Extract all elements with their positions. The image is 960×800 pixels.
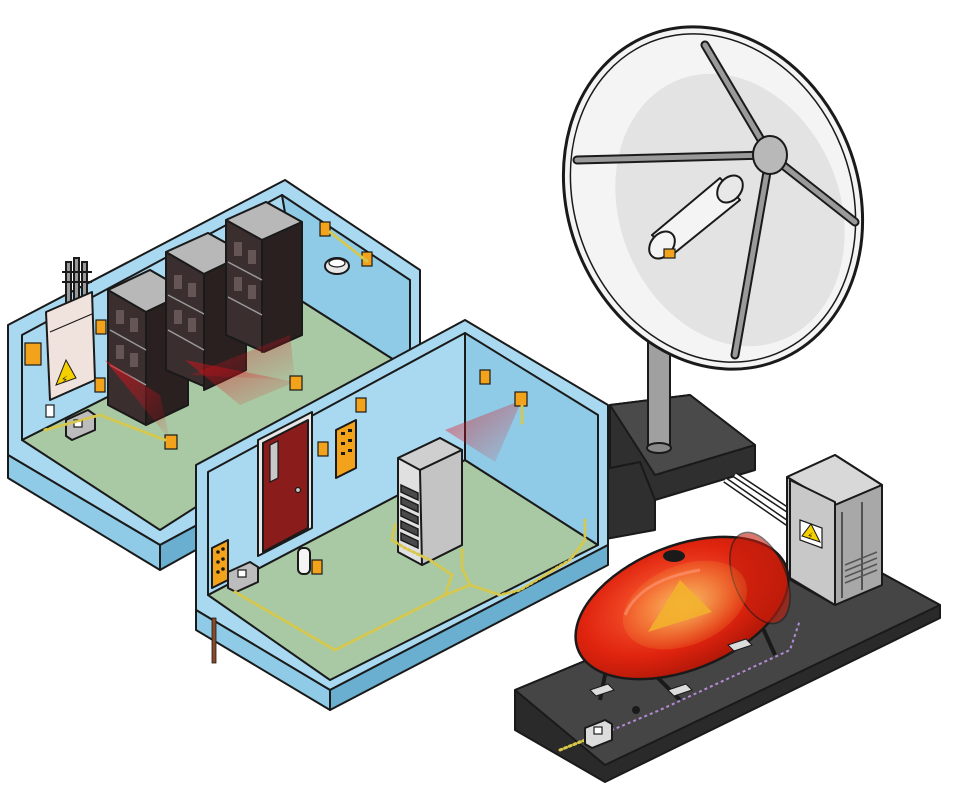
- feed-horn: [648, 174, 744, 260]
- warning-triangle-icon: ⚡: [799, 519, 823, 549]
- tank-wiring: [558, 619, 801, 752]
- motion-sensor-icon: [297, 547, 311, 575]
- tank-junction-box: [584, 706, 640, 749]
- ceiling-sensor: [479, 369, 491, 385]
- motion-beam: [445, 400, 522, 462]
- motion-beam: [190, 335, 295, 380]
- warning-triangle-icon: ⚡: [55, 358, 77, 386]
- panel-sensor: [95, 319, 107, 335]
- gas-tank: [574, 531, 791, 702]
- server-rack: [397, 437, 463, 566]
- bolt-icon: ⚡: [61, 375, 68, 386]
- tank-pads: [589, 638, 753, 697]
- satellite-dish: [561, 25, 865, 454]
- tank-beam: [648, 580, 712, 632]
- electrical-panel: ⚡: [45, 291, 96, 401]
- smoke-detector-icon: [324, 257, 350, 275]
- motion-beam: [105, 360, 170, 440]
- door-contact-sensor: [24, 342, 42, 366]
- outdoor-cabinet: ⚡: [786, 454, 883, 606]
- feed-sensor: [663, 248, 676, 259]
- wall-sensor: [355, 397, 367, 413]
- door: [257, 411, 313, 557]
- rack-sensor: [94, 377, 106, 393]
- control-keypad: [335, 419, 357, 479]
- equipment-room: ⚡: [7, 179, 421, 571]
- wall-sensor: [319, 221, 331, 237]
- ground-rod: [211, 617, 217, 664]
- floor-sensor: [311, 559, 323, 575]
- motion-sensor-icon: [164, 434, 178, 450]
- power-strip: [211, 539, 229, 589]
- motion-sensor-icon: [514, 391, 528, 407]
- battery-racks: [107, 201, 303, 426]
- tank-platform: [514, 552, 941, 783]
- server-room: [195, 319, 609, 711]
- motion-sensor-icon: [289, 375, 303, 391]
- door-contact-sensor: [317, 441, 329, 457]
- junction-box: [227, 561, 259, 593]
- dish-platform: [599, 394, 756, 541]
- vent-slats: [844, 551, 878, 584]
- bolt-icon: ⚡: [807, 532, 813, 542]
